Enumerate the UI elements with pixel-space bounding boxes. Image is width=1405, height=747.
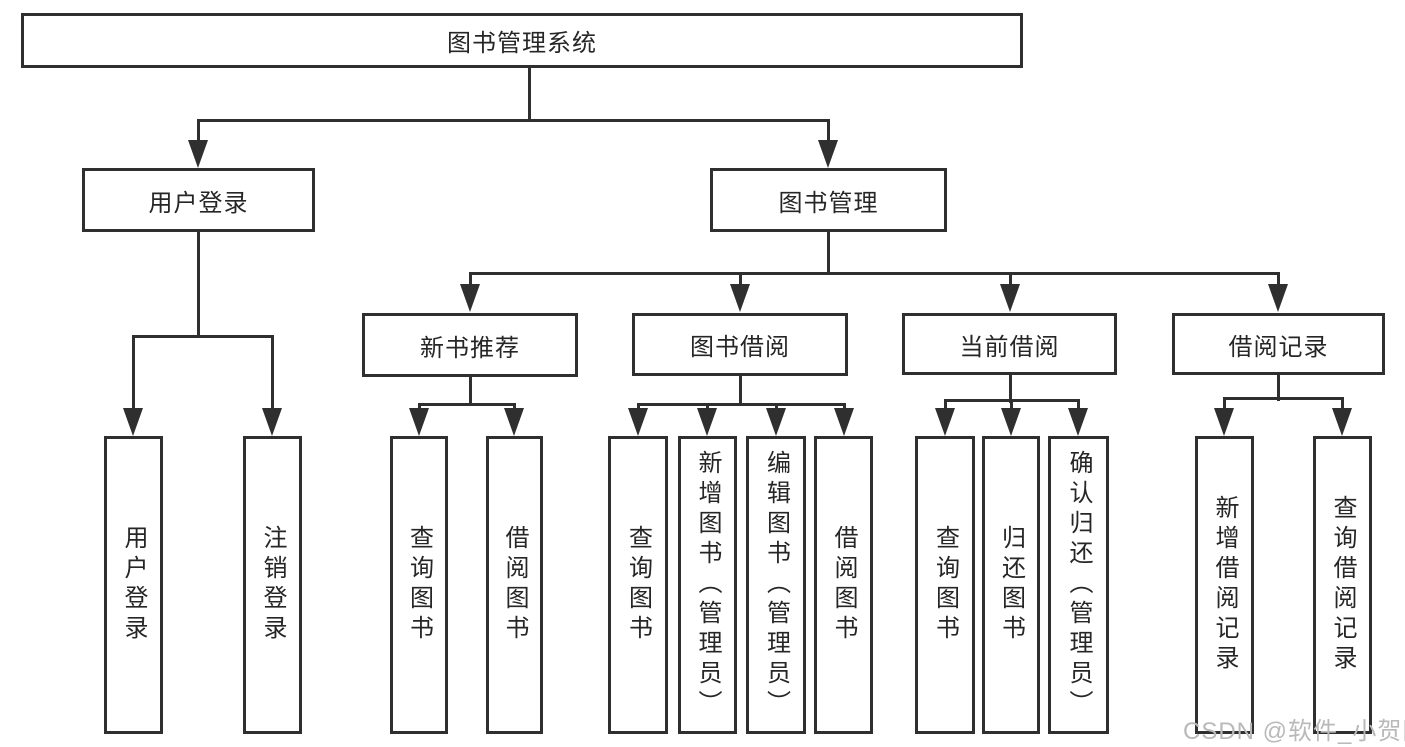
arrow-down-icon [188, 140, 208, 168]
connector-stem-line [826, 232, 830, 275]
connector-branch-line [1009, 399, 1013, 410]
node-borrow-records: 借阅记录 [1172, 313, 1385, 375]
leaf-query-borrow-record: 查询借阅记录 [1313, 436, 1372, 734]
node-user-login: 用户登录 [82, 168, 315, 232]
connector-branch-line [512, 403, 516, 410]
arrow-down-icon [1068, 408, 1088, 436]
connector-branch-line [636, 403, 640, 410]
node-book-borrow: 图书借阅 [632, 313, 848, 376]
connector-branch-line [1276, 272, 1280, 286]
connector-cross-line [418, 402, 516, 406]
connector-branch-line [774, 403, 778, 410]
csdn-watermark: CSDN @软件_小贺同学 [1183, 718, 1405, 745]
leaf-borrow-books-1: 借阅图书 [486, 436, 543, 734]
arrow-down-icon [1332, 408, 1352, 436]
connector-cross-line [197, 118, 830, 122]
connector-branch-line [1008, 272, 1012, 286]
arrow-down-icon [262, 408, 282, 436]
connector-cross-line [637, 402, 845, 406]
connector-branch-line [738, 272, 742, 286]
arrow-down-icon [697, 408, 717, 436]
connector-cross-line [1223, 396, 1344, 400]
node-library-management-system: 图书管理系统 [21, 13, 1023, 68]
leaf-borrow-books-2: 借阅图书 [814, 436, 873, 734]
leaf-add-books-admin: 新增图书（管理员） [678, 436, 737, 734]
connector-branch-line [1340, 397, 1344, 410]
connector-stem-line [1276, 375, 1280, 401]
connector-branch-line [468, 272, 472, 286]
arrow-down-icon [460, 284, 480, 312]
connector-stem-line [738, 376, 742, 406]
leaf-query-books-3: 查询图书 [915, 436, 975, 734]
leaf-query-books-2: 查询图书 [608, 436, 668, 734]
arrow-down-icon [730, 284, 750, 312]
node-new-book-recommend: 新书推荐 [362, 313, 578, 377]
arrow-down-icon [409, 408, 429, 436]
arrow-down-icon [766, 408, 786, 436]
connector-cross-line [132, 334, 274, 338]
connector-cross-line [469, 271, 1280, 275]
arrow-down-icon [1001, 408, 1021, 436]
arrow-down-icon [1000, 284, 1020, 312]
arrow-down-icon [935, 408, 955, 436]
arrow-down-icon [834, 408, 854, 436]
node-book-management: 图书管理 [710, 168, 947, 232]
arrow-down-icon [504, 408, 524, 436]
leaf-add-borrow-record: 新增借阅记录 [1195, 436, 1254, 734]
connector-branch-line [196, 119, 200, 142]
arrow-down-icon [628, 408, 648, 436]
arrow-down-icon [123, 408, 143, 436]
connector-branch-line [131, 335, 135, 410]
arrow-down-icon [1214, 408, 1234, 436]
connector-stem-line [468, 377, 472, 406]
node-current-borrow: 当前借阅 [902, 313, 1117, 375]
connector-stem-line [196, 232, 200, 338]
connector-stem-line [1008, 375, 1012, 403]
connector-stem-line [527, 68, 531, 121]
leaf-confirm-return-admin: 确认归还（管理员） [1048, 436, 1109, 734]
connector-branch-line [270, 335, 274, 410]
arrow-down-icon [818, 140, 838, 168]
leaf-query-books-1: 查询图书 [390, 436, 448, 734]
leaf-edit-books-admin: 编辑图书（管理员） [746, 436, 806, 734]
arrow-down-icon [1268, 284, 1288, 312]
connector-branch-line [1222, 397, 1226, 410]
connector-branch-line [1076, 399, 1080, 410]
leaf-logout: 注销登录 [243, 436, 302, 734]
connector-branch-line [842, 403, 846, 410]
connector-branch-line [943, 399, 947, 410]
leaf-return-books: 归还图书 [982, 436, 1040, 734]
connector-branch-line [826, 119, 830, 142]
connector-branch-line [417, 403, 421, 410]
leaf-user-login: 用户登录 [104, 436, 163, 734]
connector-branch-line [705, 403, 709, 410]
